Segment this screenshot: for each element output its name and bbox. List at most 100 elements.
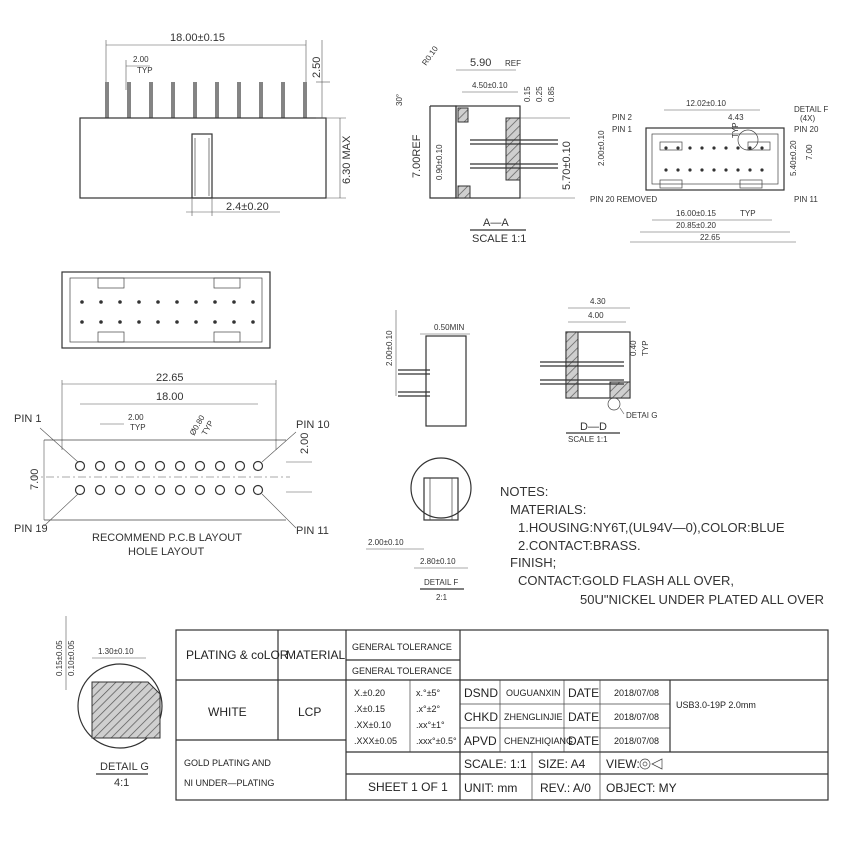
tr-dim-small: 4.43	[728, 113, 744, 122]
tr-dim-top: 12.02±0.10	[686, 99, 727, 108]
small-side-view: 0.50MIN 2.00±0.10	[385, 310, 470, 427]
date-label-1: DATE	[568, 686, 599, 700]
detail-g-title: DETAIL G	[100, 761, 149, 773]
aa-title: A—A	[483, 217, 509, 229]
detail-g: 0.15±0.05 0.10±0.05 1.30±0.10 DETAIL G 4…	[55, 616, 163, 789]
tr-dim-b1-typ: TYP	[740, 209, 756, 218]
pcb-height: 7.00	[29, 469, 41, 490]
top-view-body	[79, 117, 327, 199]
dd-detail: DETAI G	[626, 411, 657, 420]
dd-pin-typ: TYP	[641, 340, 650, 356]
tol-row-0-b: x.°±5°	[416, 688, 441, 698]
tr-dim-b2: 20.85±0.20	[676, 221, 717, 230]
detail-g-scale: 4:1	[114, 777, 129, 789]
date-label-3: DATE	[568, 734, 599, 748]
pcb-pin10: PIN 10	[296, 419, 330, 431]
aa-width: 5.90	[470, 57, 491, 69]
notes: NOTES: MATERIALS: 1.HOUSING:NY6T,(UL94V—…	[500, 484, 824, 607]
part-number: USB3.0-19P 2.0mm	[676, 700, 756, 710]
detail-g-d3: 1.30±0.10	[98, 647, 134, 656]
view-label: VIEW:	[606, 757, 640, 771]
chkd-name: ZHENGLINJIE	[504, 712, 563, 722]
top-view-key	[191, 133, 213, 199]
notes-l2: MATERIALS:	[510, 502, 586, 517]
pcb-holes	[74, 460, 264, 496]
detail-f: 2.00±0.10 2.80±0.10 DETAIL F 2:1	[366, 457, 472, 602]
pcb-span: 18.00	[156, 391, 184, 403]
aa-height: 0.90±0.10	[435, 144, 444, 180]
tol-row-1-a: .X±0.15	[354, 704, 385, 714]
tol-row-0-a: X.±0.20	[354, 688, 385, 698]
material-value: LCP	[298, 705, 321, 719]
detail-f-scale: 2:1	[436, 593, 448, 602]
gen-tol-header: GENERAL TOLERANCE	[352, 642, 452, 652]
date-label-2: DATE	[568, 710, 599, 724]
material-label: MATERIAL	[286, 648, 345, 662]
notes-l4: 2.CONTACT:BRASS.	[518, 538, 641, 553]
top-outline-view	[61, 271, 271, 349]
tr-dim-small-typ: TYP	[731, 122, 740, 138]
notes-l7: 50U"NICKEL UNDER PLATED ALL OVER	[580, 592, 824, 607]
pcb-layout: 22.65 18.00 2.00 TYP Ø0.80 TYP PIN 1 PIN…	[14, 372, 330, 558]
aa-height-ref: 7.00REF	[411, 134, 423, 178]
plating-value-2: NI UNDER—PLATING	[184, 778, 274, 788]
tr-pin20: PIN 20	[794, 125, 819, 134]
notes-l3: 1.HOUSING:NY6T,(UL94V—0),COLOR:BLUE	[518, 520, 785, 535]
pcb-row-pitch: 2.00	[299, 433, 311, 454]
tol-row-2-a: .XX±0.10	[354, 720, 391, 730]
pcb-pitch: 2.00	[128, 413, 144, 422]
angle-label: 30°	[395, 94, 404, 106]
apvd-label: APVD	[464, 734, 497, 748]
length-dim: 18.00±0.15	[170, 32, 225, 44]
object-label: OBJECT: MY	[606, 781, 677, 795]
tr-pin-grid	[664, 146, 764, 172]
aa-d2: 0.25	[535, 86, 544, 102]
color-value: WHITE	[208, 705, 247, 719]
tol-row-1-b: .x°±2°	[416, 704, 441, 714]
tol-row-2-b: .xx°±1°	[416, 720, 445, 730]
projection-icon	[639, 758, 663, 770]
pcb-pin11: PIN 11	[296, 525, 329, 537]
chkd-label: CHKD	[464, 710, 498, 724]
section-d-d: 4.30 4.00 0.40 TYP DETAI G D—D SCALE 1:1	[540, 297, 657, 444]
detail-f-d1: 2.00±0.10	[368, 538, 404, 547]
tr-dim-left: 2.00±0.10	[597, 130, 606, 166]
pcb-caption-1: RECOMMEND P.C.B LAYOUT	[92, 532, 242, 544]
pcb-pin19: PIN 19	[14, 523, 48, 535]
detail-g-d1: 0.15±0.05	[55, 640, 64, 676]
pin-length-dim: 2.50	[311, 57, 323, 78]
aa-inner: 4.50±0.10	[472, 81, 508, 90]
pitch-typ: TYP	[137, 66, 153, 75]
gen-tol-sub: GENERAL TOLERANCE	[352, 666, 452, 676]
dd-w1: 4.30	[590, 297, 606, 306]
detail-g-d2: 0.10±0.05	[67, 640, 76, 676]
aa-pin-len: 5.70±0.10	[561, 141, 573, 190]
notes-l6: CONTACT:GOLD FLASH ALL OVER,	[518, 573, 734, 588]
date-value-2: 2018/07/08	[614, 712, 659, 722]
aa-width-ref: REF	[505, 59, 521, 68]
top-right-view: 12.02±0.10 DETAIL F (4X) 4.43 TYP PIN 2 …	[590, 99, 828, 243]
size-label: SIZE: A4	[538, 757, 586, 771]
title-block: PLATING & coLOR MATERIAL WHITE LCP GOLD …	[175, 629, 829, 801]
detail-f-d2: 2.80±0.10	[420, 557, 456, 566]
dsnd-label: DSND	[464, 686, 498, 700]
tr-pin2: PIN 2	[612, 113, 633, 122]
dd-w2: 4.00	[588, 311, 604, 320]
dd-pin: 0.40	[629, 340, 638, 356]
section-a-a: R0.10 30° 5.90 REF 4.50±0.10 0.15 0.25 0…	[395, 44, 575, 245]
dd-scale: SCALE 1:1	[568, 435, 608, 444]
rev-label: REV.: A/0	[540, 781, 591, 795]
top-view-elevation: 18.00±0.15 2.00 TYP 2.50 6.30	[79, 32, 353, 216]
sheet-label: SHEET 1 OF 1	[368, 780, 448, 794]
plating-color-label: PLATING & coLOR	[186, 648, 289, 662]
tr-pin20-removed: PIN 20 REMOVED	[590, 195, 657, 204]
tr-dim-b1: 16.00±0.15	[676, 209, 717, 218]
tol-row-3-a: .XXX±0.05	[354, 736, 397, 746]
pcb-overall: 22.65	[156, 372, 184, 384]
pcb-pitch-typ: TYP	[130, 423, 146, 432]
tr-dim-right2: 7.00	[805, 144, 814, 160]
aa-d1: 0.15	[523, 86, 532, 102]
pcb-caption-2: HOLE LAYOUT	[128, 546, 204, 558]
unit-label: UNIT: mm	[464, 781, 517, 795]
